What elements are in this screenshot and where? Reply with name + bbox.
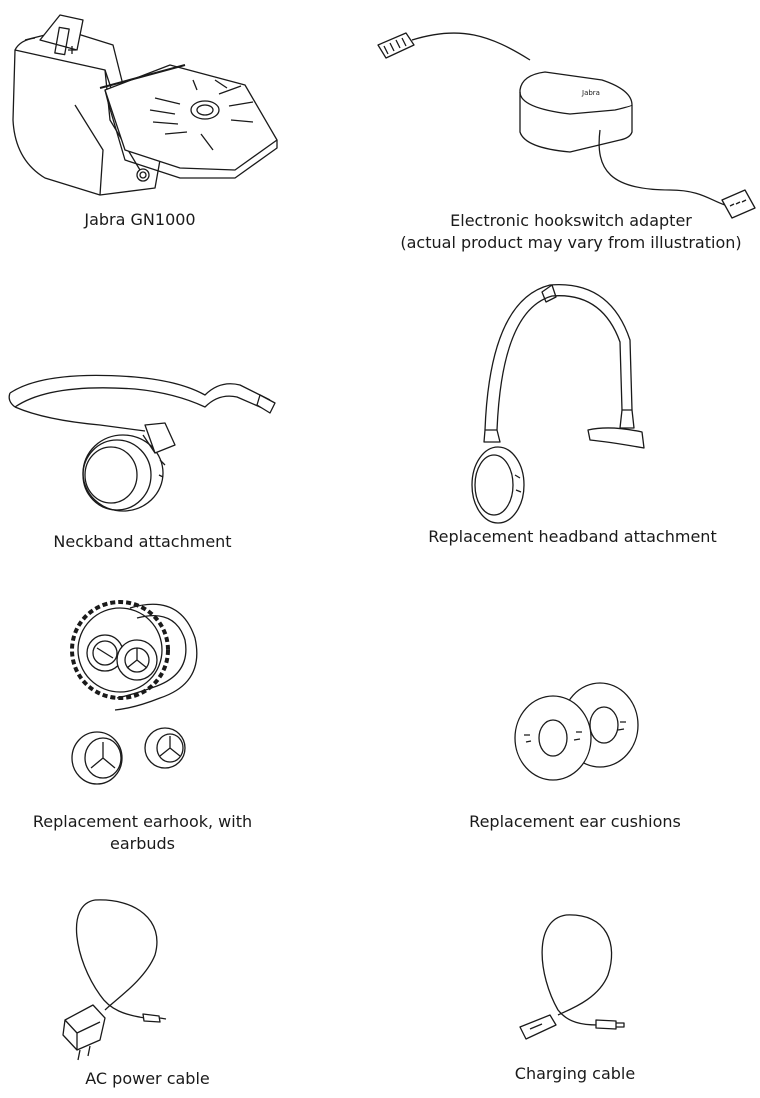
hookswitch-adapter-illustration: Jabra <box>370 20 760 225</box>
earhook-caption: Replacement earhook, with earbuds <box>15 811 270 855</box>
ac-power-caption: AC power cable <box>85 1069 210 1088</box>
gn1000-caption: Jabra GN1000 <box>84 210 196 229</box>
hookswitch-caption-line1: Electronic hookswitch adapter <box>450 211 692 230</box>
earhook-illustration <box>65 598 225 788</box>
hookswitch-caption: Electronic hookswitch adapter (actual pr… <box>395 210 747 254</box>
ear-cushions-illustration <box>508 680 648 780</box>
headband-illustration <box>470 280 670 525</box>
earhook-caption-line2: earbuds <box>109 834 175 853</box>
hookswitch-caption-line2: (actual product may vary from illustrati… <box>400 233 742 252</box>
charging-cable-illustration <box>518 915 628 1045</box>
ear-cushions-caption: Replacement ear cushions <box>469 812 681 831</box>
charging-caption: Charging cable <box>514 1064 636 1083</box>
headband-caption: Replacement headband attachment <box>428 527 717 546</box>
neckband-caption: Neckband attachment <box>53 532 232 551</box>
neckband-illustration <box>5 365 280 515</box>
hookswitch-logo: Jabra <box>581 89 600 97</box>
earhook-caption-line1: Replacement earhook, with <box>32 812 253 831</box>
ac-power-cable-illustration <box>55 900 180 1060</box>
jabra-gn1000-illustration <box>5 10 277 200</box>
